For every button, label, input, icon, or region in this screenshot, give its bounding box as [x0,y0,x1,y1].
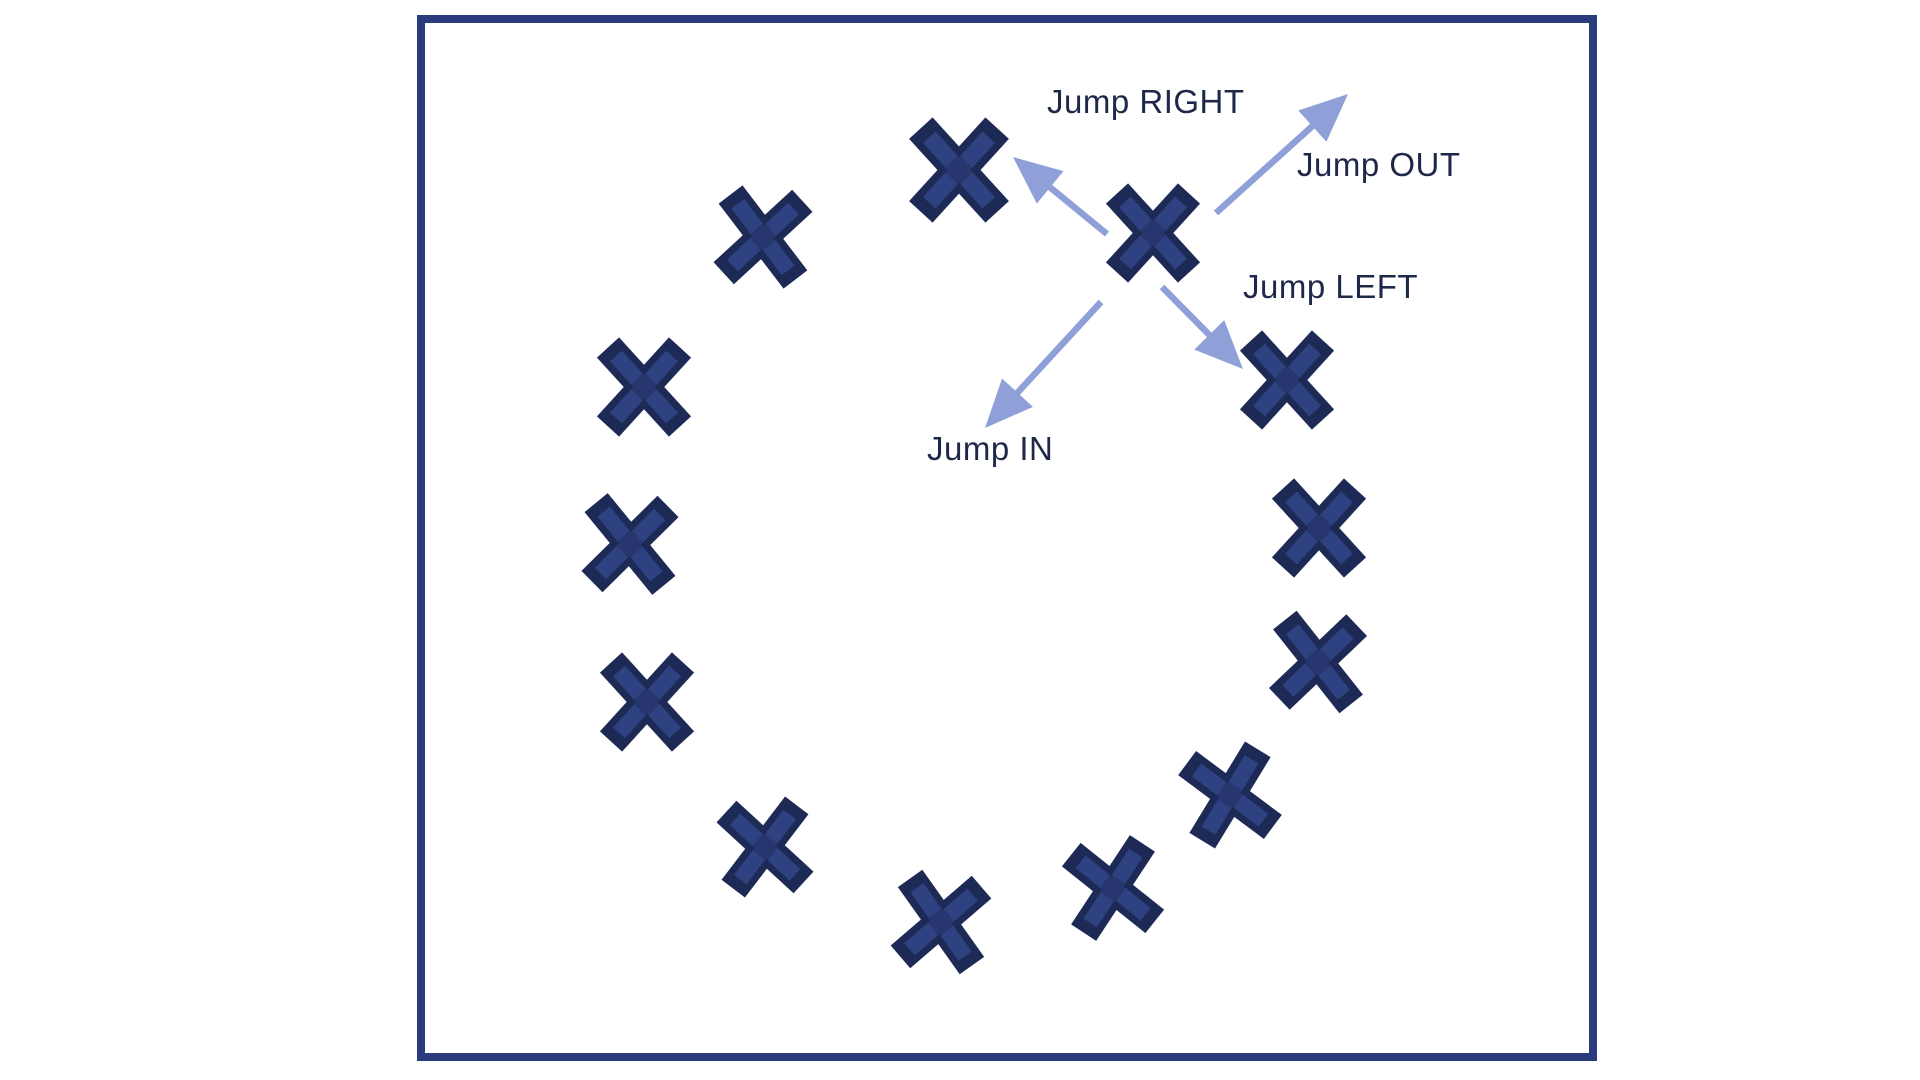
x-marker [596,337,692,437]
x-marker [1239,330,1335,430]
arrow-jump-left [1159,284,1243,369]
x-marker [599,652,695,752]
arrow-jump-in [985,299,1104,428]
jumper-x-marker [1105,183,1201,283]
circle-boundary-frame [417,15,1597,1061]
x-marker [713,185,813,289]
x-marker [1178,741,1282,849]
x-marker [1061,835,1165,941]
x-marker [1268,610,1368,714]
x-marker [890,869,992,975]
x-marker [1271,478,1367,578]
label-jump-out: Jump OUT [1297,146,1461,183]
arrow-jump-out [1213,94,1348,216]
arrow-jump-right [1013,157,1110,237]
label-jump-in: Jump IN [927,430,1054,467]
x-marker [581,493,679,595]
x-marker [909,117,1009,223]
x-marker [716,796,814,898]
label-jump-left: Jump LEFT [1243,268,1419,305]
label-jump-right: Jump RIGHT [1047,83,1245,120]
